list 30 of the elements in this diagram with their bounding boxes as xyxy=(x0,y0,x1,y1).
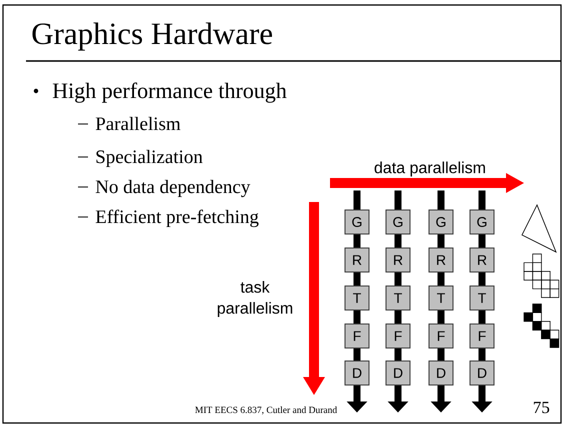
bullet-text: Efficient pre-fetching xyxy=(96,210,259,228)
stage-box: F xyxy=(428,324,454,348)
stage-box: G xyxy=(428,210,454,234)
stage-box: D xyxy=(428,360,454,386)
axis-label: task parallelism xyxy=(218,281,292,317)
stage-box: G xyxy=(386,210,410,234)
stage-box: R xyxy=(428,248,454,272)
stage-box: D xyxy=(386,360,410,386)
stage-box: T xyxy=(386,286,410,310)
bullet-text: Specialization xyxy=(96,150,203,168)
stage-box: T xyxy=(344,286,370,310)
stage-box: F xyxy=(344,324,370,348)
page-number: 75 xyxy=(534,402,550,414)
stage-box: D xyxy=(344,360,370,386)
stage-box: R xyxy=(470,248,494,272)
bullet-text: High performance through xyxy=(52,82,287,103)
stage-box: F xyxy=(470,324,494,348)
stage-box: R xyxy=(386,248,410,272)
stage-box: G xyxy=(470,210,494,234)
footer-text: MIT EECS 6.837, Cutler and Durand xyxy=(195,406,337,414)
stage-box: G xyxy=(344,210,370,234)
stage-box: D xyxy=(470,360,494,386)
axis-label: data parallelism xyxy=(374,162,485,176)
stage-box: R xyxy=(344,248,370,272)
bullet-text: Parallelism xyxy=(96,116,180,130)
bullet-text: No data dependency xyxy=(96,180,250,198)
slide-title: Graphics Hardware xyxy=(32,22,272,51)
stage-box: T xyxy=(470,286,494,310)
stage-box: T xyxy=(428,286,454,310)
stage-box: F xyxy=(386,324,410,348)
